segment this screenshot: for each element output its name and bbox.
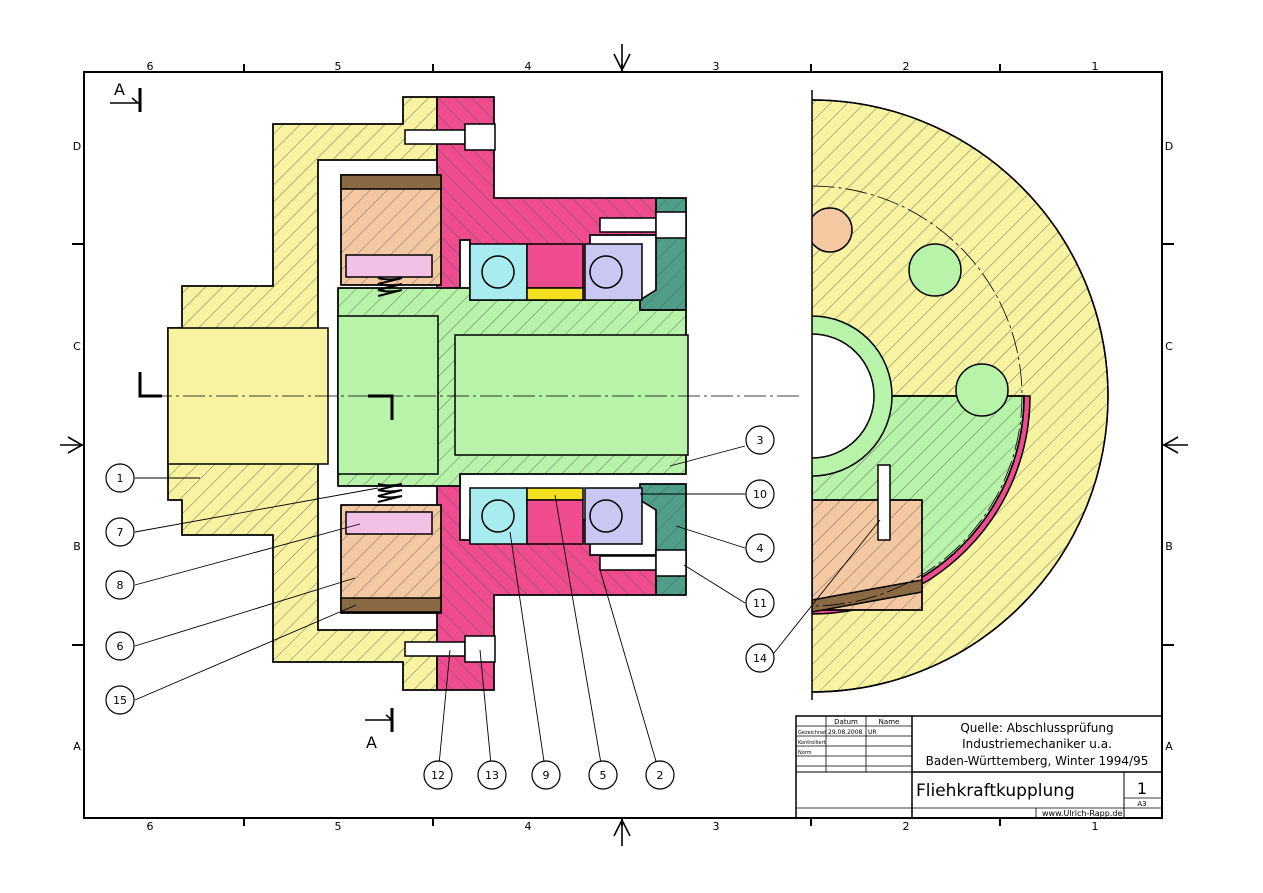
tb-url: www.Ulrich-Rapp.de [1042, 809, 1122, 818]
drawing-frame: 6 5 4 3 2 1 6 5 4 3 2 1 D C B A D C B A [60, 44, 1188, 846]
zone-left-d: D [73, 140, 81, 153]
balloon-14: 14 [753, 652, 767, 665]
tb-format: A3 [1137, 800, 1146, 808]
zone-left-a: A [73, 740, 81, 753]
zone-right-d: D [1165, 140, 1173, 153]
zone-right-b: B [1165, 540, 1173, 553]
balloon-6: 6 [117, 640, 124, 653]
tb-source-line3: Baden-Württemberg, Winter 1994/95 [926, 754, 1149, 768]
zone-right-c: C [1165, 340, 1173, 353]
zone-top-2: 2 [903, 60, 910, 73]
tb-row2-label: Kontrolliert [798, 740, 826, 746]
zone-bottom-1: 1 [1092, 820, 1099, 833]
tb-sheet-number: 1 [1137, 779, 1147, 798]
balloon-11: 11 [753, 597, 767, 610]
shaft-part-3 [337, 287, 689, 487]
balloon-4: 4 [757, 542, 764, 555]
bearing-part-9 [469, 243, 643, 545]
zone-bottom-2: 2 [903, 820, 910, 833]
tb-row1-label: Gezeichnet [798, 730, 826, 736]
balloons [105, 425, 775, 790]
balloon-9: 9 [543, 769, 550, 782]
zone-top-5: 5 [335, 60, 342, 73]
balloon-12: 12 [431, 769, 445, 782]
end-view [812, 99, 1109, 693]
drawing-title: Fliehkraftkupplung [916, 781, 1075, 801]
zone-top-4: 4 [525, 60, 532, 73]
zone-bottom-3: 3 [713, 820, 720, 833]
pin-part-8 [345, 254, 433, 535]
zone-bottom-6: 6 [147, 820, 154, 833]
zone-top-1: 1 [1092, 60, 1099, 73]
balloon-10: 10 [753, 488, 767, 501]
balloon-2: 2 [657, 769, 664, 782]
title-block [795, 715, 1163, 819]
screws [404, 123, 687, 663]
spacer-part-5 [526, 243, 584, 545]
zone-top-6: 6 [147, 60, 154, 73]
tb-col-datum: Datum [834, 718, 858, 726]
zone-bottom-4: 4 [525, 820, 532, 833]
section-label-bottom: A [366, 733, 377, 752]
tb-row3-label: Norm [798, 750, 812, 756]
tb-col-name: Name [879, 718, 900, 726]
tb-row1-date: 29.08.2008 [828, 729, 863, 736]
section-view [110, 88, 800, 732]
balloon-5: 5 [600, 769, 607, 782]
zone-left-c: C [73, 340, 81, 353]
balloon-3: 3 [757, 434, 764, 447]
balloon-1: 1 [117, 472, 124, 485]
section-label-top: A [114, 80, 125, 99]
tb-source-line2: Industriemechaniker u.a. [962, 737, 1112, 751]
zone-right-a: A [1165, 740, 1173, 753]
spring-part-7 [377, 277, 403, 503]
balloon-7: 7 [117, 526, 124, 539]
tb-row1-name: UR [868, 729, 877, 736]
tb-source-line1: Quelle: Abschlussprüfung [960, 721, 1113, 735]
zone-left-b: B [73, 540, 81, 553]
balloon-8: 8 [117, 579, 124, 592]
zone-top-3: 3 [713, 60, 720, 73]
leaders [134, 445, 881, 776]
balloon-15: 15 [113, 694, 127, 707]
balloon-13: 13 [485, 769, 499, 782]
zone-bottom-5: 5 [335, 820, 342, 833]
